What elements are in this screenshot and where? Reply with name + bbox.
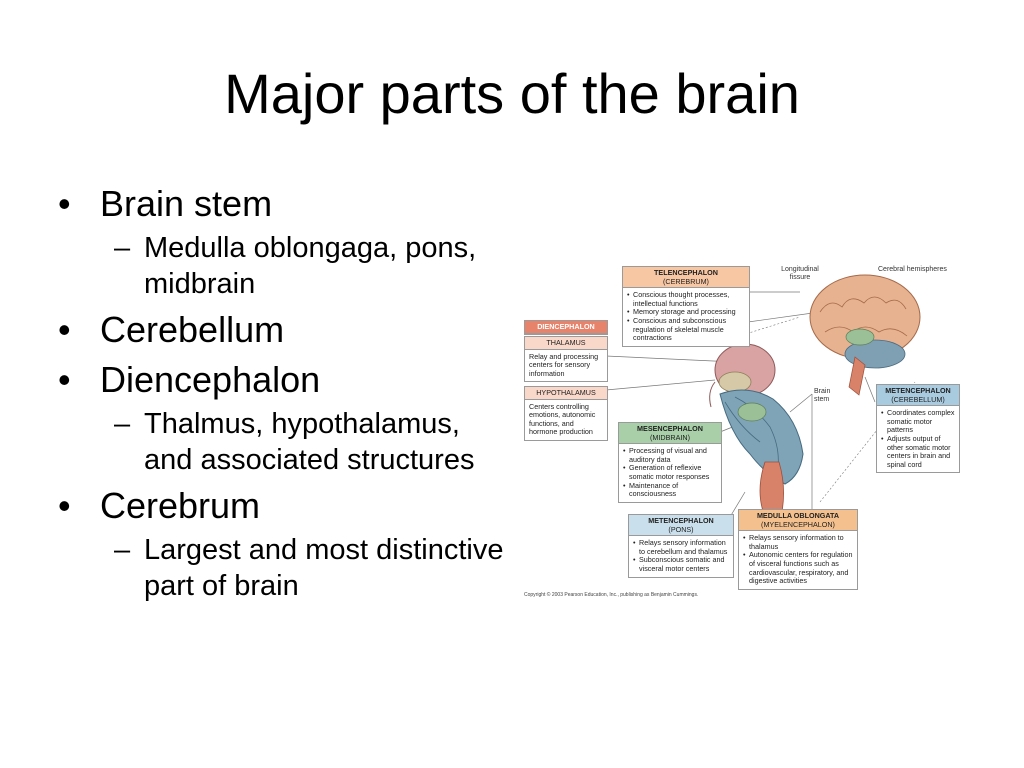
box-item: Relay and processing centers for sensory…	[529, 351, 599, 378]
box-title: TELENCEPHALON	[654, 268, 718, 277]
sub-list: Thalmus, hypothalamus, and associated st…	[100, 406, 508, 478]
box-item: Memory storage and processing	[627, 308, 745, 317]
box-item: Processing of visual and auditory data	[623, 446, 717, 464]
box-item: Adjusts output of other somatic motor ce…	[881, 434, 955, 469]
bullet-text: Diencephalon	[100, 359, 321, 400]
box-item: Conscious and subconscious regulation of…	[627, 316, 745, 343]
box-item: Centers controlling emotions, autonomic …	[529, 401, 596, 437]
sub-bullet: Medulla oblongaga, pons, midbrain	[114, 230, 508, 302]
label-cerebral-hemispheres: Cerebral hemispheres	[878, 266, 947, 273]
box-item: Subconscious somatic and visceral motor …	[633, 556, 729, 573]
copyright-text: Copyright © 2003 Pearson Education, Inc.…	[524, 592, 699, 598]
bullet-brain-stem: Brain stem Medulla oblongaga, pons, midb…	[58, 182, 508, 302]
slide-title: Major parts of the brain	[224, 62, 800, 125]
mesencephalon-box: MESENCEPHALON(MIDBRAIN) Processing of vi…	[618, 422, 722, 503]
bullet-text: Cerebellum	[100, 309, 285, 350]
bullet-cerebellum: Cerebellum	[58, 308, 508, 352]
box-item: Coordinates complex somatic motor patter…	[881, 408, 955, 435]
box-subtitle: (CEREBRUM)	[663, 276, 709, 286]
hypothalamus-box: HYPOTHALAMUS Centers controlling emotion…	[524, 386, 608, 441]
box-item: Autonomic centers for regulation of visc…	[743, 551, 853, 585]
box-title: HYPOTHALAMUS	[525, 387, 607, 400]
box-title: MEDULLA OBLONGATA	[756, 511, 840, 520]
sub-list: Medulla oblongaga, pons, midbrain	[100, 230, 508, 302]
sub-list: Largest and most distinctive part of bra…	[100, 532, 508, 604]
label-longitudinal-fissure: Longitudinal fissure	[781, 266, 819, 281]
brain-figure: Longitudinal fissure Cerebral hemisphere…	[520, 262, 964, 602]
bullet-list: Brain stem Medulla oblongaga, pons, midb…	[58, 182, 508, 610]
bullet-cerebrum: Cerebrum Largest and most distinctive pa…	[58, 484, 508, 604]
sub-bullet: Thalmus, hypothalamus, and associated st…	[114, 406, 508, 478]
exploded-brain-icon	[709, 343, 804, 538]
thalamus-box: THALAMUS Relay and processing centers fo…	[524, 336, 608, 383]
metencephalon-pons-box: METENCEPHALON(PONS) Relays sensory infor…	[628, 514, 734, 578]
whole-brain-icon	[809, 274, 921, 396]
box-subtitle: (MIDBRAIN)	[650, 432, 690, 442]
telencephalon-box: TELENCEPHALON(CEREBRUM) Conscious though…	[622, 266, 750, 347]
medulla-oblongata-box: MEDULLA OBLONGATA(MYELENCEPHALON) Relays…	[738, 509, 858, 590]
box-title: THALAMUS	[525, 337, 607, 350]
box-subtitle: (PONS)	[668, 524, 694, 534]
sub-bullet: Largest and most distinctive part of bra…	[114, 532, 508, 604]
box-item: Maintenance of consciousness	[623, 481, 717, 499]
diencephalon-box: DIENCEPHALON	[524, 320, 608, 335]
box-title: MESENCEPHALON	[637, 424, 703, 433]
metencephalon-cerebellum-box: METENCEPHALON(CEREBELLUM) Coordinates co…	[876, 384, 960, 474]
box-item: Generation of reflexive somatic motor re…	[623, 464, 717, 481]
label-brain-stem: Brain stem	[814, 388, 831, 403]
box-subtitle: (MYELENCEPHALON)	[761, 519, 835, 529]
bullet-text: Brain stem	[100, 183, 273, 224]
bullet-diencephalon: Diencephalon Thalmus, hypothalamus, and …	[58, 358, 508, 478]
box-item: Relays sensory information to cerebellum…	[633, 538, 729, 556]
box-subtitle: (CEREBELLUM)	[891, 394, 945, 404]
brain-illustration	[605, 274, 921, 538]
box-item: Conscious thought processes, intellectua…	[627, 290, 745, 308]
box-title: METENCEPHALON	[648, 516, 714, 525]
box-title: METENCEPHALON	[885, 386, 951, 395]
box-title: DIENCEPHALON	[525, 321, 607, 334]
box-item: Relays sensory information to thalamus	[743, 533, 853, 551]
bullet-text: Cerebrum	[100, 485, 261, 526]
